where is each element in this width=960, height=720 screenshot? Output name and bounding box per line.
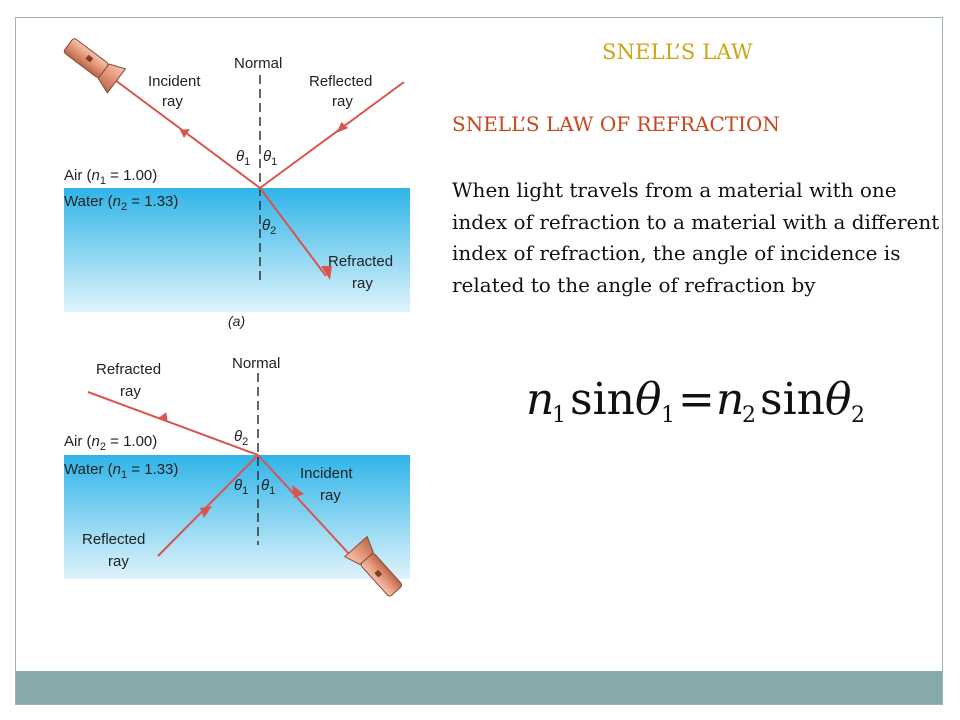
eq-theta2: θ <box>825 374 852 425</box>
reflected-arrow-b <box>200 506 212 518</box>
refracted-label-b-1: Refracted <box>96 361 161 378</box>
incident-arrow-a <box>180 129 190 138</box>
incident-label-a-1: Incident <box>148 73 201 90</box>
incident-ray-a <box>114 79 261 189</box>
eq-sin-1: sin <box>570 374 635 425</box>
air-label-a: Air (n1 = 1.00) <box>64 167 157 187</box>
refraction-diagrams: Normal Incident ray Reflected ray Refrac… <box>63 38 410 597</box>
diagram-a: Normal Incident ray Reflected ray Refrac… <box>63 38 410 329</box>
reflected-ray-b <box>157 454 259 557</box>
refracted-ray-b <box>87 391 259 456</box>
theta1-right-a: θ1 <box>263 148 277 168</box>
normal-label-a: Normal <box>234 55 282 72</box>
snells-law-equation: n 1 sin θ 1 = n 2 sin θ 2 <box>526 374 865 428</box>
refracted-label-a-1: Refracted <box>328 253 393 270</box>
incident-label-b-1: Incident <box>300 465 353 482</box>
eq-n2: n <box>716 374 744 425</box>
reflected-ray-a <box>259 81 405 189</box>
incident-ray-b <box>257 454 351 556</box>
reflected-label-b-1: Reflected <box>82 531 145 548</box>
incident-label-b-2: ray <box>320 487 341 504</box>
flashlight-icon <box>63 38 127 94</box>
water-label-a: Water (n2 = 1.33) <box>64 193 178 213</box>
eq-sin-2: sin <box>760 374 825 425</box>
theta2-a: θ2 <box>262 217 276 237</box>
slide-frame <box>15 17 943 705</box>
normal-label-b: Normal <box>232 355 280 372</box>
theta1-left-a: θ1 <box>236 148 250 168</box>
refracted-ray-a <box>259 187 327 277</box>
refracted-label-a-2: ray <box>352 275 373 292</box>
water-label-b: Water (n1 = 1.33) <box>64 461 178 481</box>
reflected-arrow-a <box>336 122 349 133</box>
eq-sub2-a: 2 <box>742 403 756 428</box>
eq-sub1-b: 1 <box>661 403 675 428</box>
air-label-b: Air (n2 = 1.00) <box>64 433 157 453</box>
reflected-label-a-1: Reflected <box>309 73 372 90</box>
theta1-left-b: θ1 <box>234 477 248 497</box>
flashlight-icon <box>343 535 403 597</box>
footer-bar <box>16 671 942 704</box>
eq-sub2-b: 2 <box>851 403 865 428</box>
diagram-b: Normal Refracted ray Air (n2 = 1.00) Wat… <box>64 355 410 597</box>
eq-theta1: θ <box>635 374 662 425</box>
incident-label-a-2: ray <box>162 93 183 110</box>
water-region-a <box>64 188 410 312</box>
eq-sub1-a: 1 <box>552 403 566 428</box>
refracted-arrow-b <box>157 412 168 423</box>
reflected-label-b-2: ray <box>108 553 129 570</box>
body-paragraph: When light travels from a material with … <box>452 178 940 297</box>
refracted-arrow-a <box>321 266 332 280</box>
caption-a: (a) <box>228 313 245 329</box>
slide-title: SNELL’S LAW <box>602 40 753 64</box>
eq-n1: n <box>526 374 554 425</box>
theta2-b: θ2 <box>234 428 248 448</box>
section-heading: SNELL’S LAW OF REFRACTION <box>452 112 780 136</box>
reflected-label-a-2: ray <box>332 93 353 110</box>
eq-equals: = <box>678 374 715 425</box>
theta1-right-b: θ1 <box>261 477 275 497</box>
incident-arrow-b <box>292 485 304 498</box>
refracted-label-b-2: ray <box>120 383 141 400</box>
